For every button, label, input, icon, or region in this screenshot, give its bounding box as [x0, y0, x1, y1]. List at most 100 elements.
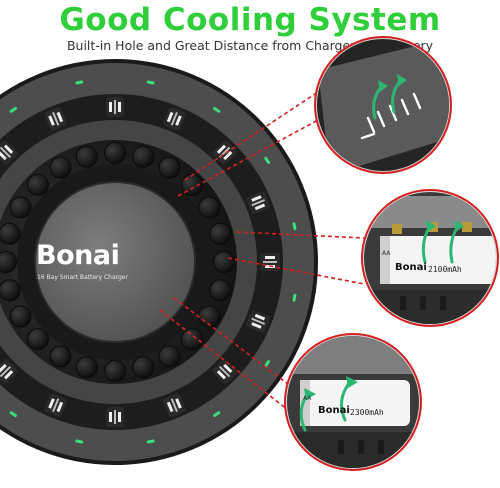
battery-cap — [26, 173, 49, 196]
bay-divider — [114, 410, 116, 424]
bay-contact — [166, 111, 174, 123]
battery-cap — [0, 222, 21, 245]
bay-contact — [56, 111, 64, 123]
bay-contact — [254, 313, 266, 321]
battery-bay — [0, 140, 18, 165]
bay-divider — [218, 365, 231, 378]
battery-bottom-type: AA — [303, 395, 312, 402]
battery-cap — [213, 251, 235, 273]
battery-cap — [132, 356, 155, 379]
bay-contact — [0, 363, 7, 374]
indicator-led — [264, 156, 271, 164]
bay-contact — [118, 102, 121, 112]
charger-model-text: 16 Bay Smart Battery Charger — [37, 274, 128, 281]
bay-contact — [118, 412, 121, 422]
callout-middle — [361, 189, 499, 327]
bay-divider — [52, 111, 60, 126]
bay-contact — [0, 150, 7, 161]
battery-cap — [158, 156, 181, 179]
bay-divider — [52, 398, 60, 413]
outer-battery-bays — [0, 97, 280, 427]
bay-divider — [251, 199, 266, 207]
charger-center-panel — [35, 182, 195, 342]
indicator-led — [75, 80, 84, 85]
bay-contact — [56, 401, 64, 413]
bay-contact — [251, 195, 262, 202]
battery-bay — [163, 393, 186, 417]
bay-contact — [48, 398, 55, 409]
battery-cap — [0, 251, 17, 273]
indicator-led — [146, 80, 155, 85]
indicator-led — [292, 293, 297, 302]
callout-top — [314, 36, 452, 174]
battery-bay — [0, 359, 18, 384]
bay-contact — [175, 398, 182, 409]
battery-bay — [212, 359, 237, 384]
battery-bay — [106, 97, 124, 117]
battery-bay — [163, 107, 186, 131]
bay-contact — [223, 363, 233, 374]
bay-contact — [251, 322, 262, 329]
battery-cap — [209, 222, 232, 245]
battery-cap — [75, 356, 98, 379]
battery-top-capacity: 2100mAh — [428, 265, 462, 274]
bay-contact — [265, 256, 275, 259]
bay-divider — [170, 111, 178, 126]
battery-bay — [44, 393, 67, 417]
battery-cap — [132, 145, 155, 168]
battery-cap — [104, 142, 126, 164]
bay-divider — [170, 398, 178, 413]
bay-contact — [175, 115, 182, 126]
battery-bottom-brand: Bonai — [318, 405, 350, 416]
bay-contact — [216, 370, 227, 380]
bay-contact — [109, 412, 112, 422]
bay-contact — [3, 144, 14, 154]
battery-bay — [246, 191, 270, 214]
indicator-led — [213, 411, 221, 418]
indicator-led — [9, 411, 17, 418]
headline-subtitle: Built-in Hole and Great Distance from Ch… — [66, 38, 434, 53]
battery-bay — [246, 310, 270, 333]
bay-contact — [216, 144, 227, 154]
indicator-led — [213, 106, 221, 113]
bay-contact — [166, 401, 174, 413]
battery-cap — [26, 328, 49, 351]
battery-cap — [104, 360, 126, 382]
inner-battery-caps — [0, 142, 235, 382]
indicator-led — [75, 439, 84, 444]
battery-bottom-capacity: 2300mAh — [350, 408, 384, 417]
bay-divider — [0, 146, 12, 159]
battery-cap — [158, 345, 181, 368]
battery-top-brand: Bonai — [395, 262, 427, 273]
bay-divider — [251, 317, 266, 325]
bay-contact — [109, 102, 112, 112]
bay-contact — [3, 370, 14, 380]
indicator-led — [264, 360, 271, 368]
battery-bay — [106, 407, 124, 427]
battery-bay — [260, 253, 280, 271]
battery-cap — [209, 279, 232, 302]
battery-cap — [49, 156, 72, 179]
bay-divider — [0, 365, 12, 378]
bay-contact — [223, 150, 233, 161]
headline-title: Good Cooling System — [59, 2, 441, 38]
bay-contact — [254, 203, 266, 211]
battery-cap — [9, 305, 32, 328]
callout-leader-lines — [159, 91, 365, 411]
bay-divider — [263, 261, 277, 263]
bay-divider — [114, 100, 116, 114]
bay-contact — [48, 115, 55, 126]
indicator-led — [292, 222, 297, 231]
charger-brand-logo: Bonai — [36, 240, 120, 271]
callout-bottom — [284, 333, 422, 471]
indicator-led — [146, 439, 155, 444]
battery-cap — [9, 196, 32, 219]
battery-cap — [49, 345, 72, 368]
battery-bay — [44, 107, 67, 131]
battery-cap — [75, 145, 98, 168]
indicator-leds — [9, 80, 297, 444]
battery-cap — [198, 196, 221, 219]
battery-cap — [181, 328, 204, 351]
indicator-led — [9, 106, 17, 113]
